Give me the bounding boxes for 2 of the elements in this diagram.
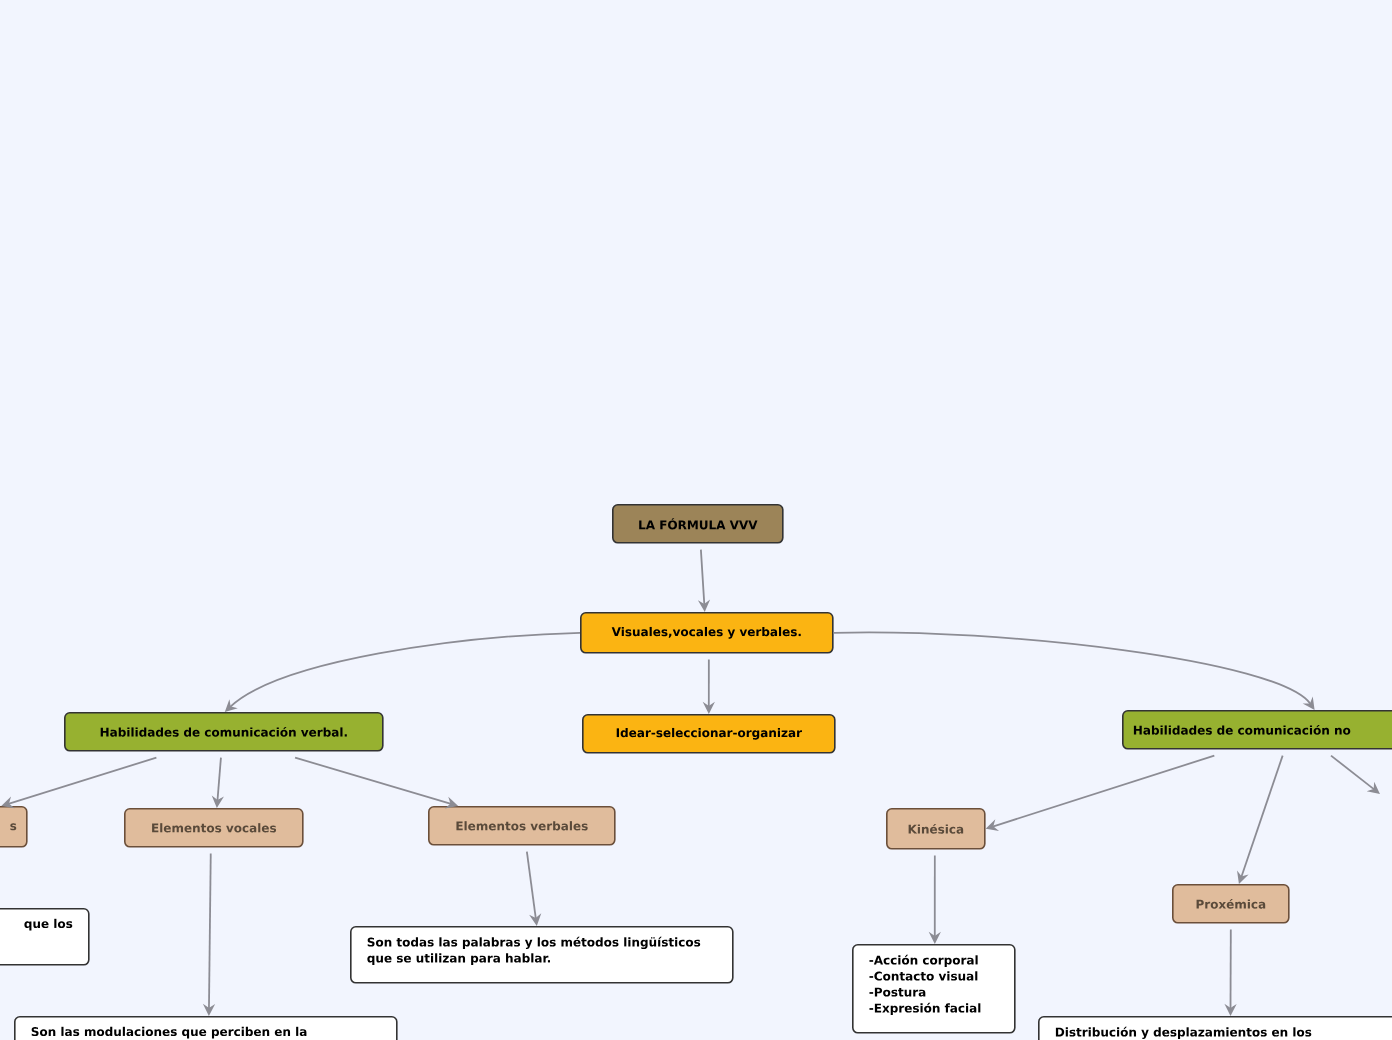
arrow <box>832 631 1315 710</box>
arrow <box>1330 754 1380 794</box>
